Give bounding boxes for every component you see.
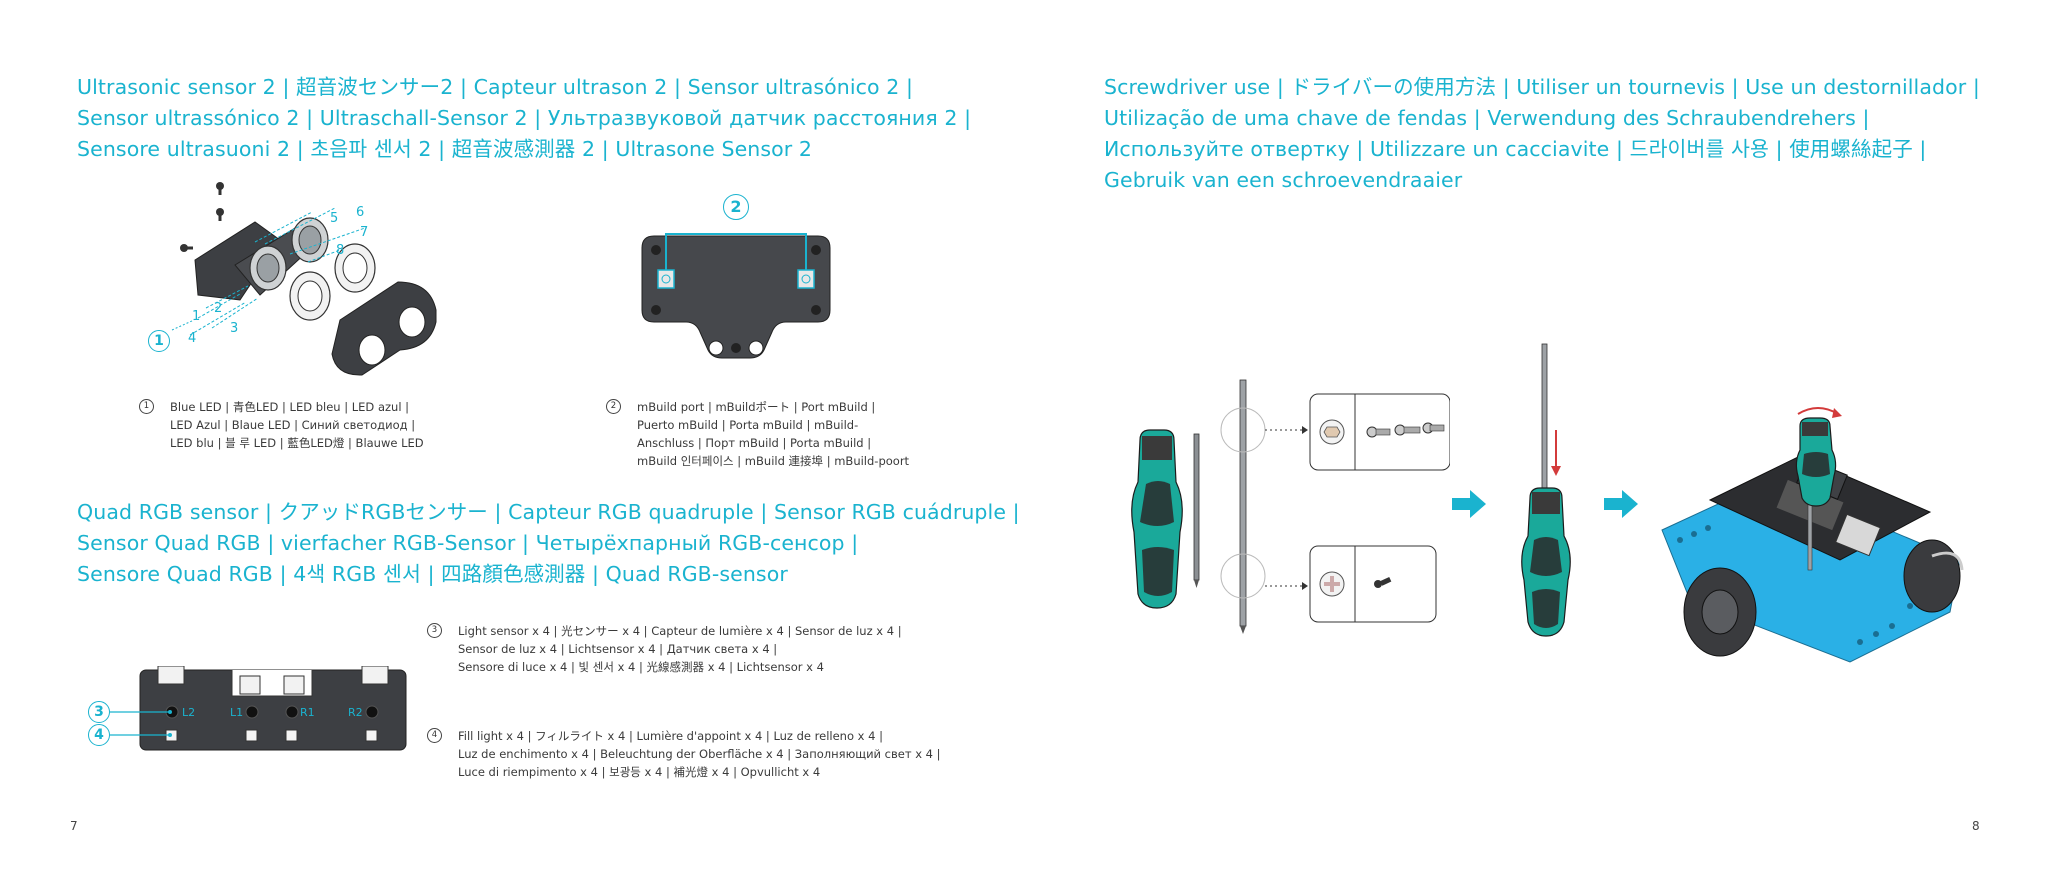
- screwdriver-handle-icon: [1795, 417, 1837, 507]
- note-line: LED blu | 블 루 LED | 藍色LED燈 | Blauwe LED: [170, 436, 424, 450]
- light-sensor: [245, 705, 259, 719]
- step-arrow-icon: [1604, 490, 1638, 518]
- fill-light: [365, 729, 378, 742]
- fill-light: [285, 729, 298, 742]
- mbuild-port: [657, 269, 675, 289]
- screw-icon: [180, 244, 193, 252]
- long-bit-icon: [1239, 379, 1247, 634]
- screwdriver-handle-icon: [1521, 487, 1571, 637]
- note-line: Sensor de luz x 4 | Lichtsensor x 4 | Да…: [458, 642, 778, 656]
- note-line: Light sensor x 4 | 光センサー x 4 | Capteur d…: [458, 624, 902, 638]
- figure-label: 2: [214, 301, 222, 316]
- screwdriver-handle-icon: [1131, 429, 1183, 609]
- down-arrow-icon: [1551, 430, 1561, 476]
- screw-icon: [216, 182, 224, 195]
- note-number: 4: [427, 728, 442, 743]
- note-line: Luz de enchimento x 4 | Beleuchtung der …: [458, 747, 941, 761]
- figure-label: 4: [188, 331, 196, 346]
- note-number: 3: [427, 623, 442, 638]
- note-line: mBuild 인터페이스 | mBuild 連接埠 | mBuild-poort: [637, 454, 910, 468]
- figure-label: 1: [192, 309, 200, 324]
- heading-line: Используйте отвертку | Utilizzare un cac…: [1104, 137, 1927, 161]
- callout-3: 3: [88, 701, 110, 723]
- heading-line: Sensor ultrassónico 2 | Ultraschall-Sens…: [77, 106, 972, 130]
- page-number-right: 8: [1972, 819, 1980, 833]
- heading-line: Gebruik van een schroevendraaier: [1104, 168, 1463, 192]
- fill-light: [245, 729, 258, 742]
- note-line: Sensore di luce x 4 | 빛 센서 x 4 | 光線感測器 x…: [458, 660, 824, 674]
- short-bit-icon: [1193, 433, 1200, 588]
- ultrasonic-exploded-illustration: 1 2 3 4 5 6 7 8: [171, 182, 437, 376]
- note-blue-led: 1 Blue LED | 青色LED | LED bleu | LED azul…: [139, 398, 424, 452]
- quad-rgb-heading: Quad RGB sensor | クアッドRGBセンサー | Capteur …: [77, 497, 1020, 590]
- light-sensor: [365, 705, 379, 719]
- note-line: Luce di riempimento x 4 | 보광등 x 4 | 補光燈 …: [458, 765, 821, 779]
- note-fill-light: 4 Fill light x 4 | フィルライト x 4 | Lumière …: [427, 727, 941, 781]
- callout-leaders: [110, 710, 172, 737]
- note-number: 1: [139, 399, 154, 414]
- heading-line: Sensor Quad RGB | vierfacher RGB-Sensor …: [77, 531, 859, 555]
- figure-label: 8: [336, 243, 344, 258]
- hex-screw-icon: [1394, 424, 1421, 436]
- note-light-sensor: 3 Light sensor x 4 | 光センサー x 4 | Capteur…: [427, 622, 902, 676]
- screwdriver-parts-illustration: [1131, 379, 1450, 634]
- rotate-arrow-icon: [1797, 407, 1842, 418]
- screw-icon: [216, 208, 224, 221]
- robot-assembly-illustration: [1661, 407, 1964, 663]
- phillips-screw-detail: [1309, 545, 1437, 623]
- callout-4: 4: [88, 724, 110, 746]
- figure-label: 6: [356, 205, 364, 220]
- page-number-left: 7: [70, 819, 78, 833]
- heading-line: Sensore ultrasuoni 2 | 초음파 센서 2 | 超音波感測器…: [77, 137, 813, 161]
- heading-line: Quad RGB sensor | クアッドRGBセンサー | Capteur …: [77, 500, 1020, 524]
- note-line: LED Azul | Blaue LED | Синий светодиод |: [170, 418, 416, 432]
- board-label-r2: R2: [348, 706, 363, 719]
- ultrasonic-heading: Ultrasonic sensor 2 | 超音波センサー2 | Capteur…: [77, 72, 971, 165]
- wheel-icon: [1683, 567, 1757, 657]
- hex-screw-icon: [1366, 426, 1391, 438]
- mbuild-port: [797, 269, 815, 289]
- wheel-icon: [1903, 539, 1961, 613]
- figure-label: 5: [330, 211, 338, 226]
- note-line: Fill light x 4 | フィルライト x 4 | Lumière d'…: [458, 729, 883, 743]
- note-line: mBuild port | mBuildポート | Port mBuild |: [637, 400, 876, 414]
- note-number: 2: [606, 399, 621, 414]
- note-mbuild-port: 2 mBuild port | mBuildポート | Port mBuild …: [606, 398, 910, 470]
- mbuild-port-illustration: [641, 233, 831, 359]
- heading-line: Screwdriver use | ドライバーの使用方法 | Utiliser …: [1104, 75, 1980, 99]
- sensor-front-cover: [331, 281, 437, 376]
- note-line: Puerto mBuild | Porta mBuild | mBuild-: [637, 418, 859, 432]
- callout-2: 2: [723, 194, 749, 220]
- heading-line: Utilização de uma chave de fendas | Verw…: [1104, 106, 1870, 130]
- hex-screw-icon: [1422, 422, 1445, 434]
- screwdriver-heading: Screwdriver use | ドライバーの使用方法 | Utiliser …: [1104, 72, 1980, 196]
- phillips-screw-icon: [1374, 576, 1392, 588]
- board-label-l2: L2: [182, 706, 195, 719]
- quad-rgb-board-illustration: L2 L1 R1 R2: [139, 666, 407, 751]
- board-label-l1: L1: [230, 706, 243, 719]
- note-line: Anschluss | Порт mBuild | Porta mBuild |: [637, 436, 872, 450]
- light-sensor: [285, 705, 299, 719]
- heading-line: Ultrasonic sensor 2 | 超音波センサー2 | Capteur…: [77, 75, 914, 99]
- note-line: Blue LED | 青色LED | LED bleu | LED azul |: [170, 400, 410, 414]
- heading-line: Sensore Quad RGB | 4색 RGB 센서 | 四路顏色感測器 |…: [77, 562, 788, 586]
- figure-label: 3: [230, 321, 238, 336]
- step-arrow-icon: [1452, 490, 1486, 518]
- callout-1: 1: [148, 330, 170, 352]
- assembled-screwdriver-illustration: [1521, 343, 1571, 637]
- board-label-r1: R1: [300, 706, 315, 719]
- figure-label: 7: [360, 225, 368, 240]
